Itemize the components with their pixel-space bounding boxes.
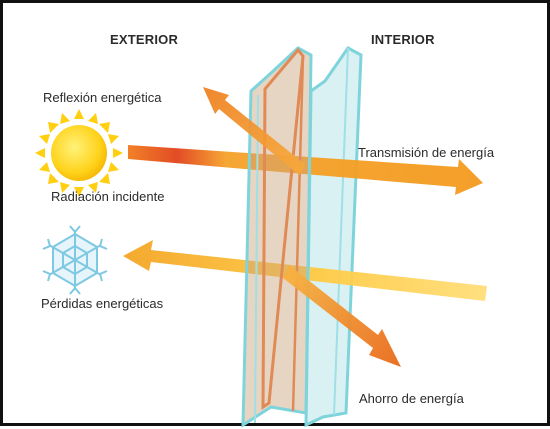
reflection-label: Reflexión energética: [43, 90, 162, 105]
energy-saving-label: Ahorro de energía: [359, 391, 464, 406]
energy-saving-arrow: [283, 265, 401, 367]
glazing-diagram: [35, 46, 487, 428]
sun-icon: [35, 109, 123, 197]
exterior-glass-pane: [241, 46, 313, 428]
snowflake-icon: [42, 225, 108, 295]
incident-radiation-label: Radiación incidente: [51, 189, 165, 204]
energy-loss-label: Pérdidas energéticas: [41, 296, 164, 311]
interior-glass-pane: [304, 46, 363, 428]
transmission-arrow: [128, 145, 483, 195]
energy-transmission-label: Transmisión de energía: [358, 145, 495, 160]
exterior-header: EXTERIOR: [110, 32, 179, 47]
energy-loss-arrow: [123, 240, 487, 301]
reflection-arrow: [203, 87, 306, 175]
interior-header: INTERIOR: [371, 32, 435, 47]
